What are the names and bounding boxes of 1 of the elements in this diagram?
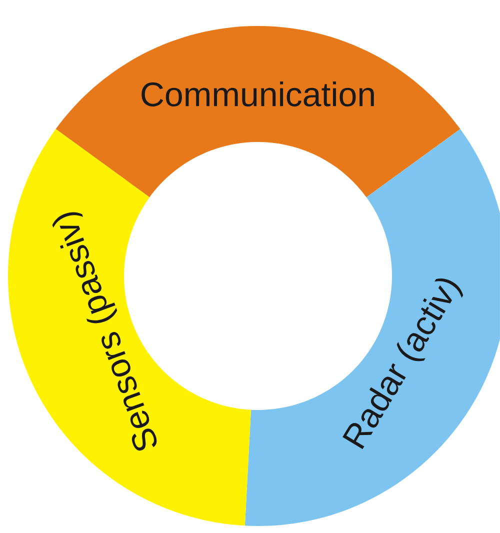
ring-segment: Communication	[56, 26, 460, 198]
